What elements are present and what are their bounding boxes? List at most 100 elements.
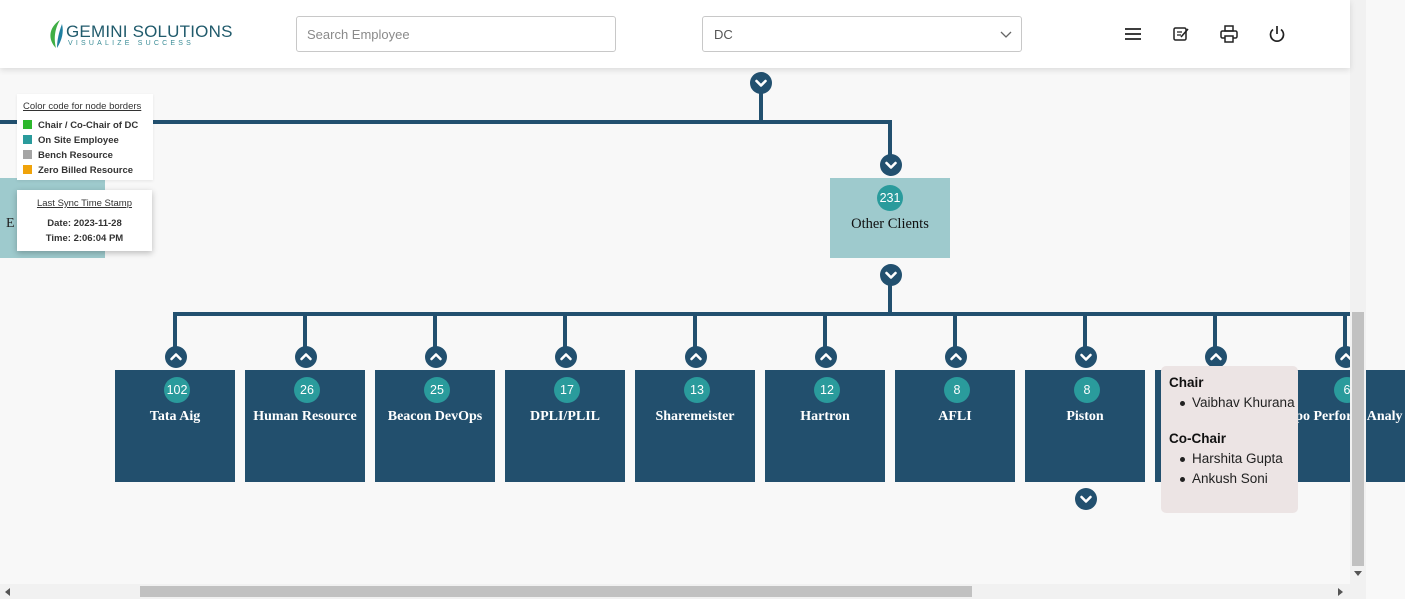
expand-toggle[interactable] bbox=[555, 346, 577, 368]
scroll-right-arrow-icon[interactable] bbox=[1338, 588, 1343, 596]
node-count-badge: 8 bbox=[1074, 377, 1100, 403]
cochair-heading: Co-Chair bbox=[1169, 431, 1226, 446]
chevron-down-icon bbox=[755, 79, 767, 87]
node-count-badge: 12 bbox=[814, 377, 840, 403]
org-node[interactable]: 26 Human Resource bbox=[245, 370, 365, 482]
node-count-badge: 8 bbox=[944, 377, 970, 403]
node-count-badge: 26 bbox=[294, 377, 320, 403]
sync-time: Time: 2:06:04 PM bbox=[45, 233, 124, 244]
org-node[interactable]: 13 Sharemeister bbox=[635, 370, 755, 482]
chevron-down-icon bbox=[1080, 495, 1092, 503]
org-node[interactable]: 8 Piston bbox=[1025, 370, 1145, 482]
org-node[interactable]: 17 DPLI/PLIL bbox=[505, 370, 625, 482]
org-node-other-clients[interactable]: 231 Other Clients bbox=[830, 178, 950, 258]
power-icon[interactable] bbox=[1267, 24, 1287, 44]
color-legend: Color code for node borders Chair / Co-C… bbox=[17, 94, 153, 180]
expand-toggle[interactable] bbox=[945, 346, 967, 368]
node-label: Other Clients bbox=[851, 216, 929, 232]
chevron-down-icon bbox=[1080, 353, 1092, 361]
expand-toggle[interactable] bbox=[425, 346, 447, 368]
chevron-down-icon bbox=[1000, 31, 1012, 38]
org-node[interactable]: 8 AFLI bbox=[895, 370, 1015, 482]
chair-name: Vaibhav Khurana bbox=[1180, 395, 1295, 410]
scroll-left-arrow-icon[interactable] bbox=[5, 588, 10, 596]
chevron-up-icon bbox=[560, 353, 572, 361]
legend-swatch bbox=[23, 165, 32, 174]
legend-item-label: Chair / Co-Chair of DC bbox=[38, 120, 139, 131]
connector-line bbox=[888, 284, 892, 314]
scroll-down-arrow-icon[interactable] bbox=[1354, 571, 1362, 576]
legend-item: On Site Employee bbox=[23, 135, 119, 146]
legend-item-label: Bench Resource bbox=[38, 150, 113, 161]
print-icon[interactable] bbox=[1219, 24, 1239, 44]
node-count-badge: 25 bbox=[424, 377, 450, 403]
horizontal-scrollbar-thumb[interactable] bbox=[140, 586, 972, 597]
org-node[interactable]: 12 Hartron bbox=[765, 370, 885, 482]
legend-item: Zero Billed Resource bbox=[23, 165, 133, 176]
connector-line bbox=[693, 312, 697, 348]
leaf-logo-icon bbox=[50, 20, 63, 48]
expand-toggle[interactable] bbox=[1205, 346, 1227, 368]
gemini-logo[interactable]: GEMINI SOLUTIONS VISUALIZE SUCCESS bbox=[46, 16, 232, 52]
chevron-up-icon bbox=[300, 353, 312, 361]
node-count-badge: 13 bbox=[684, 377, 710, 403]
node-count-badge: 231 bbox=[877, 185, 903, 211]
node-label: DPLI/PLIL bbox=[529, 409, 600, 424]
notes-icon[interactable] bbox=[1171, 24, 1191, 44]
chevron-up-icon bbox=[170, 353, 182, 361]
chevron-up-icon bbox=[820, 353, 832, 361]
org-node[interactable]: 102 Tata Aig bbox=[115, 370, 235, 482]
logo-brand-text: GEMINI SOLUTIONS bbox=[66, 22, 233, 41]
chevron-up-icon bbox=[430, 353, 442, 361]
node-label: Human Resource bbox=[253, 409, 357, 424]
org-node[interactable]: 6 Spo Perform Analy bbox=[1285, 370, 1405, 482]
node-members-tooltip: Chair Vaibhav Khurana Co-Chair Harshita … bbox=[1155, 366, 1298, 513]
org-chart-canvas[interactable]: E 231 Other Clients 102 Tata Aig 26 Huma… bbox=[0, 68, 1405, 584]
legend-swatch bbox=[23, 135, 32, 144]
connector-line bbox=[1083, 312, 1087, 348]
collapse-toggle[interactable] bbox=[880, 154, 902, 176]
expand-toggle[interactable] bbox=[165, 346, 187, 368]
department-select-value: DC bbox=[714, 27, 733, 42]
collapse-toggle[interactable] bbox=[1075, 346, 1097, 368]
chevron-up-icon bbox=[1340, 353, 1352, 361]
connector-line bbox=[953, 312, 957, 348]
node-label: Piston bbox=[1066, 409, 1104, 424]
expand-toggle[interactable] bbox=[685, 346, 707, 368]
connector-line bbox=[433, 312, 437, 348]
chevron-up-icon bbox=[1210, 353, 1222, 361]
node-label: Hartron bbox=[800, 409, 850, 424]
sync-title: Last Sync Time Stamp bbox=[36, 198, 133, 209]
collapse-toggle[interactable] bbox=[750, 72, 772, 94]
menu-icon[interactable] bbox=[1123, 24, 1143, 44]
sync-date: Date: 2023-11-28 bbox=[47, 218, 122, 229]
department-select[interactable]: DC bbox=[702, 16, 1022, 52]
chair-heading: Chair bbox=[1169, 375, 1204, 390]
legend-swatch bbox=[23, 120, 32, 129]
cochair-name: Ankush Soni bbox=[1180, 471, 1268, 486]
collapse-toggle[interactable] bbox=[1075, 488, 1097, 510]
node-label: Beacon DevOps bbox=[387, 409, 483, 424]
legend-swatch bbox=[23, 150, 32, 159]
connector-line bbox=[1213, 312, 1217, 348]
legend-item: Bench Resource bbox=[23, 150, 113, 161]
tooltip-arrow bbox=[1155, 428, 1161, 440]
chevron-up-icon bbox=[950, 353, 962, 361]
chevron-up-icon bbox=[690, 353, 702, 361]
logo-tagline: VISUALIZE SUCCESS bbox=[68, 40, 194, 47]
chevron-down-icon bbox=[885, 271, 897, 279]
vertical-scrollbar-thumb[interactable] bbox=[1352, 312, 1364, 566]
search-employee-input[interactable] bbox=[296, 16, 616, 52]
expand-toggle[interactable] bbox=[295, 346, 317, 368]
legend-title: Color code for node borders bbox=[23, 101, 142, 112]
expand-toggle[interactable] bbox=[815, 346, 837, 368]
sync-timestamp-panel: Last Sync Time Stamp Date: 2023-11-28 Ti… bbox=[17, 190, 152, 251]
connector-line bbox=[563, 312, 567, 348]
connector-line bbox=[759, 82, 763, 122]
org-node[interactable]: 25 Beacon DevOps bbox=[375, 370, 495, 482]
node-label: Spo Perform Analy bbox=[1287, 409, 1403, 424]
connector-line bbox=[888, 120, 892, 164]
collapse-toggle[interactable] bbox=[880, 264, 902, 286]
connector-line bbox=[1343, 312, 1347, 348]
connector-line bbox=[823, 312, 827, 348]
